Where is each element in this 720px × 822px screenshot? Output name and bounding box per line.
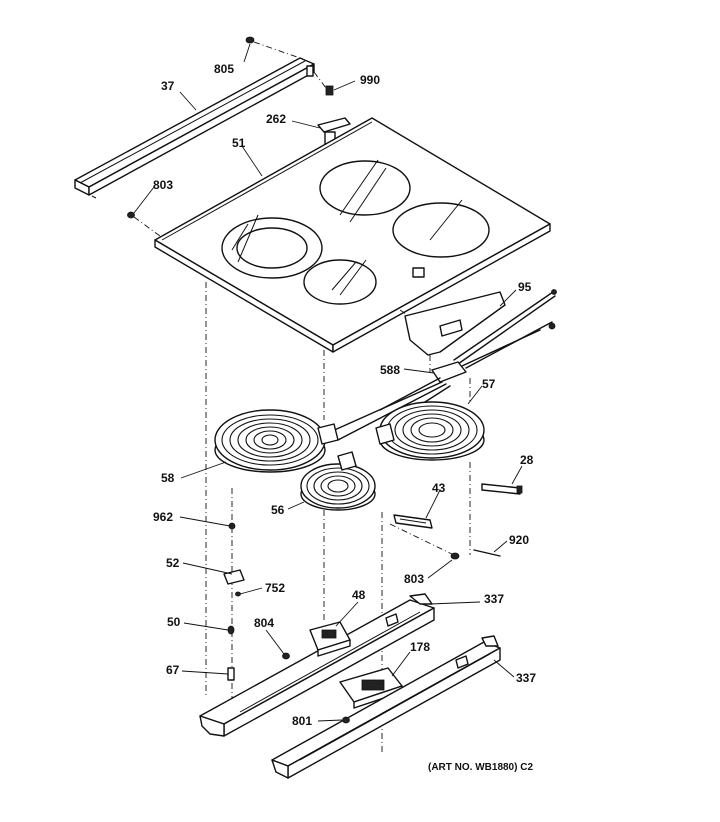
callout-51: 51 (232, 136, 246, 150)
callout-805: 805 (214, 62, 234, 76)
callout-56: 56 (271, 503, 285, 517)
callout-337-upper: 337 (484, 592, 504, 606)
callout-262: 262 (266, 112, 286, 126)
callout-588: 588 (380, 363, 400, 377)
callout-95: 95 (518, 280, 532, 294)
callout-178: 178 (410, 640, 430, 654)
callout-801: 801 (292, 714, 312, 728)
surface-element-57 (375, 401, 485, 461)
screw-805 (245, 36, 301, 59)
bracket-28 (481, 483, 523, 495)
callout-67: 67 (166, 663, 180, 677)
callout-752: 752 (265, 581, 285, 595)
callout-803-lower: 803 (404, 572, 424, 586)
screw-804 (282, 652, 290, 660)
callout-962: 962 (153, 510, 173, 524)
callout-48: 48 (352, 588, 366, 602)
callout-920: 920 (509, 533, 529, 547)
wiring-harness (329, 289, 557, 441)
callout-labels: 805 990 37 262 51 803 95 588 57 58 28 56… (153, 62, 536, 728)
surface-element-56 (300, 451, 376, 511)
screw-801 (342, 716, 350, 724)
callout-804: 804 (254, 616, 274, 630)
callout-50: 50 (167, 615, 181, 629)
left-hardware (223, 522, 245, 681)
leader-lines (133, 43, 523, 722)
clip-990 (313, 71, 334, 96)
screw-803-lower (450, 552, 460, 560)
cooktop-glass (154, 117, 551, 353)
probe-920 (473, 549, 501, 557)
art-number: (ART NO. WB1880) C2 (428, 762, 533, 773)
callout-52: 52 (166, 556, 180, 570)
callout-37: 37 (161, 79, 175, 93)
surface-element-58 (214, 409, 339, 473)
callout-803-top: 803 (153, 178, 173, 192)
callout-990: 990 (360, 73, 380, 87)
callout-58: 58 (161, 471, 175, 485)
callout-337-lower: 337 (516, 671, 536, 685)
support-channel-337-upper (199, 593, 435, 737)
callout-28: 28 (520, 453, 534, 467)
switch-178 (339, 667, 403, 709)
screw-803-top (127, 211, 161, 237)
callout-57: 57 (482, 377, 496, 391)
bracket-43 (389, 514, 457, 557)
callout-43: 43 (432, 481, 446, 495)
support-channel-337-lower (271, 635, 501, 779)
bracket-48 (309, 621, 351, 657)
